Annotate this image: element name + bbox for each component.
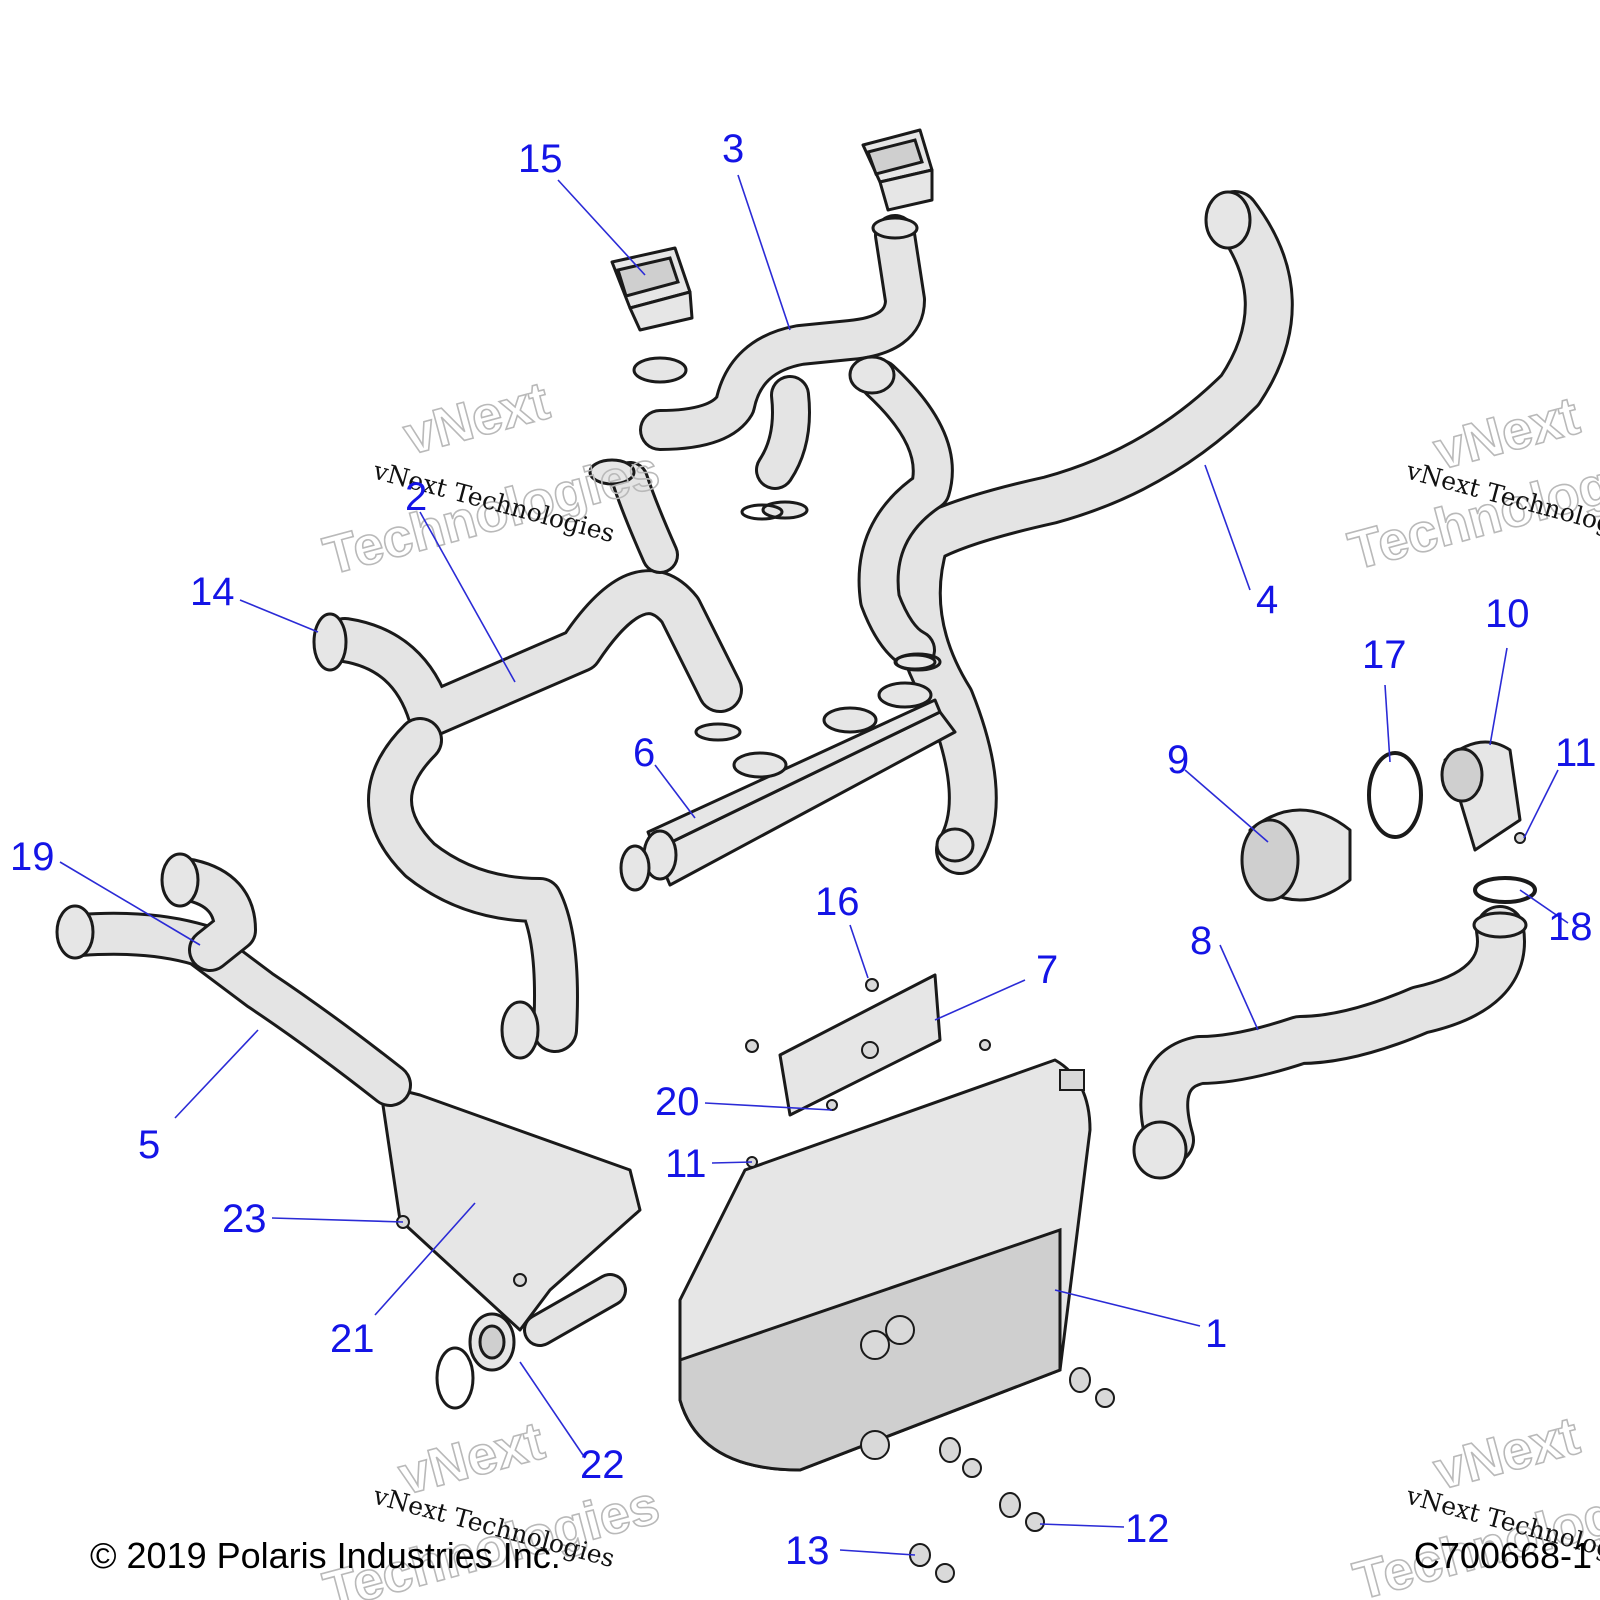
part-3-duct-hose [632, 214, 926, 520]
copyright-notice: © 2019 Polaris Industries Inc. [90, 1535, 561, 1576]
callout-numbers: 1 2 3 4 5 6 7 8 9 10 11 11 12 13 14 15 1… [10, 127, 1597, 1573]
callout-17: 17 [1362, 633, 1407, 677]
callout-11-left: 11 [665, 1142, 707, 1186]
callout-10: 10 [1485, 592, 1530, 636]
part-9-filter [1240, 808, 1352, 902]
part-8-duct-hose [1132, 905, 1528, 1180]
callout-22: 22 [580, 1443, 625, 1487]
part-1-airbox-housing [678, 1058, 1092, 1472]
seal-ring-b [893, 653, 937, 671]
callout-2: 2 [405, 475, 427, 519]
watermark-top-left: vNext Technologies vNext Technologies [317, 370, 666, 588]
part-22-grommet [435, 1312, 516, 1410]
callout-23: 23 [222, 1197, 267, 1241]
callout-6: 6 [633, 731, 655, 775]
callout-18: 18 [1548, 905, 1593, 949]
part-4-duct-hose [848, 190, 1294, 875]
svg-text:vNext: vNext [398, 371, 556, 467]
callout-9: 9 [1167, 738, 1189, 782]
part-3-vent-grille [861, 128, 934, 212]
part-18-clamp [1473, 876, 1537, 904]
callout-5: 5 [138, 1123, 160, 1167]
callout-4: 4 [1256, 578, 1278, 622]
part-7-bracket [778, 973, 942, 1117]
part-10-elbow [1440, 740, 1522, 852]
callout-14: 14 [190, 570, 235, 614]
diagram-code: C700668-1 [1414, 1535, 1592, 1576]
callout-11-right: 11 [1555, 731, 1597, 775]
seal-ring-a [740, 503, 784, 521]
callout-3: 3 [722, 127, 744, 171]
part-6-manifold [619, 681, 957, 892]
callout-7: 7 [1036, 948, 1058, 992]
callout-12: 12 [1125, 1507, 1170, 1551]
callout-8: 8 [1190, 919, 1212, 963]
callout-19: 19 [10, 835, 55, 879]
callout-1: 1 [1205, 1312, 1227, 1356]
svg-text:vNext: vNext [1428, 1406, 1586, 1502]
callout-13: 13 [785, 1529, 830, 1573]
watermark-top-right: vNext Technologies vNext Technologies [1342, 385, 1600, 583]
part-21-duct [378, 1083, 642, 1347]
callout-16: 16 [815, 880, 860, 924]
callout-20: 20 [655, 1080, 700, 1124]
leader-lines [59, 174, 1569, 1556]
part-5-y-hose [55, 852, 412, 1107]
part-2-duct-hose [312, 458, 743, 1060]
callout-21: 21 [330, 1317, 375, 1361]
callout-15: 15 [518, 137, 563, 181]
part-17-clamp [1367, 751, 1423, 839]
part-15-vent-grille [610, 246, 694, 332]
